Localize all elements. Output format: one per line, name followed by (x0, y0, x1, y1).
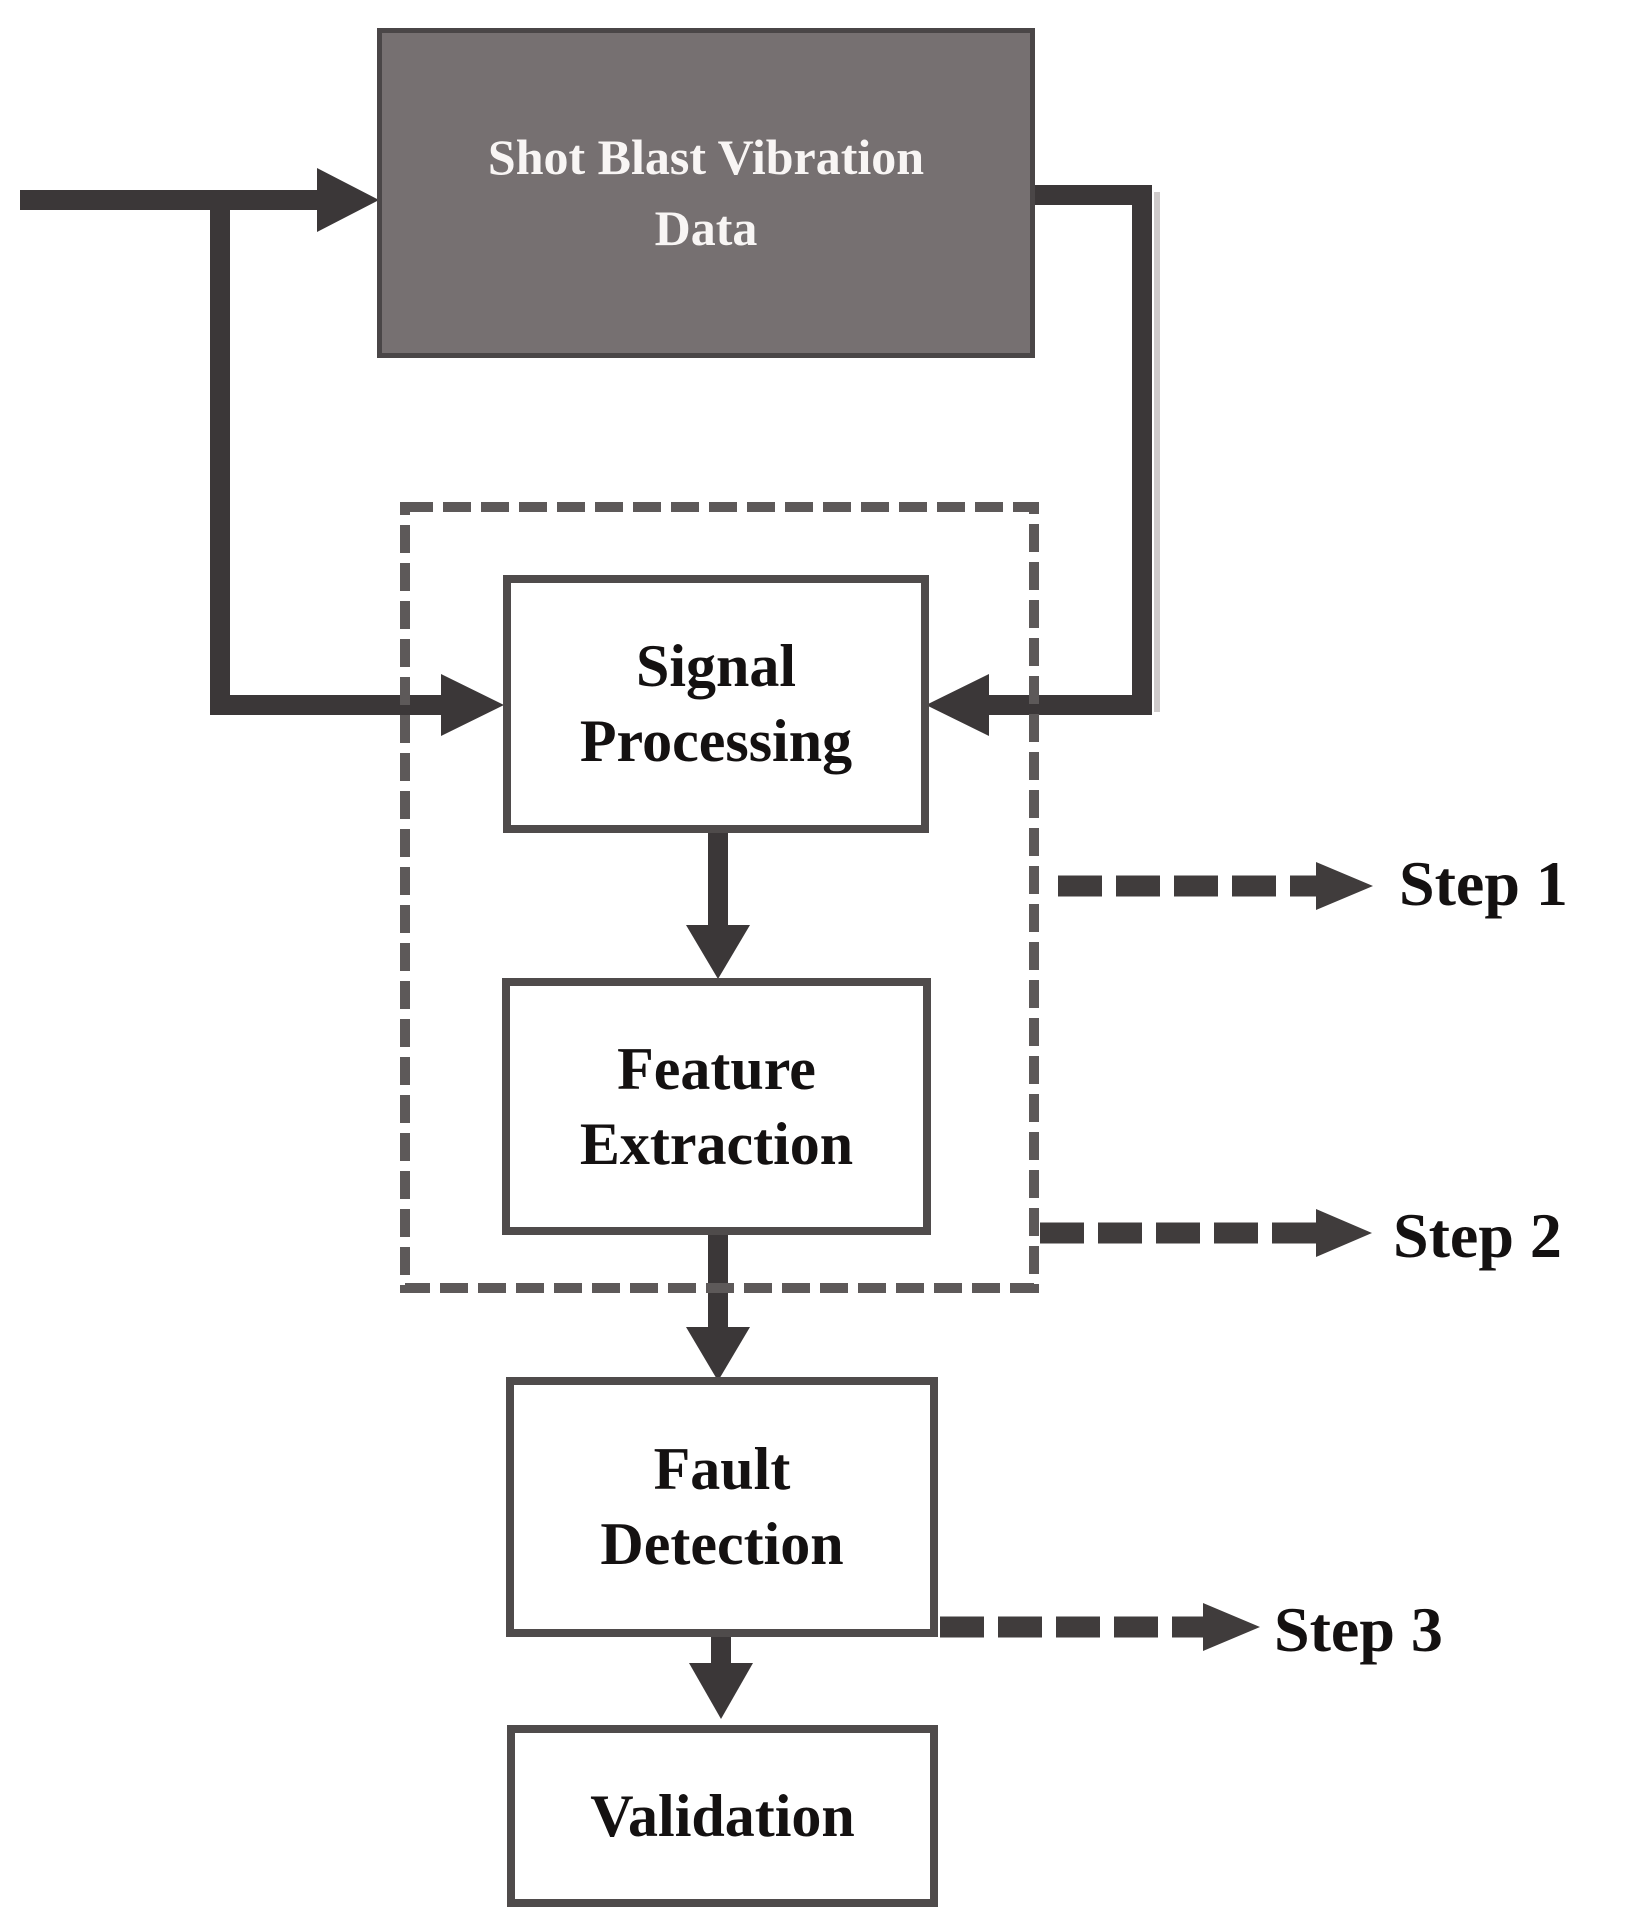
stage-dashed-region (400, 502, 1039, 1293)
node-label-line: Validation (590, 1782, 855, 1849)
node-validation: Validation (507, 1725, 938, 1907)
right-branch-arrowhead-icon (926, 674, 989, 736)
node-fault-detection: Fault Detection (506, 1377, 938, 1637)
step2-label: Step 2 (1393, 1200, 1562, 1271)
node-feature-extraction: Feature Extraction (502, 978, 931, 1235)
node-label-line: Processing (579, 708, 853, 774)
left-branch-arrowhead-icon (441, 674, 504, 736)
node-label-line: Fault (653, 1436, 791, 1502)
signal-to-feature-arrowhead-icon (686, 925, 750, 979)
feature-to-fault-arrowhead-icon (686, 1327, 750, 1381)
step2-arrowhead-icon (1316, 1209, 1372, 1257)
node-label-line: Signal (635, 633, 797, 699)
node-label-line: Detection (600, 1511, 844, 1577)
left-branch-line (210, 200, 443, 715)
step1-label: Step 1 (1399, 848, 1568, 919)
node-label-line: Feature (617, 1035, 816, 1102)
node-signal-processing: Signal Processing (503, 575, 929, 833)
node-shot-blast-vibration-data: Shot Blast Vibration Data (377, 28, 1035, 358)
node-label-line: Extraction (579, 1110, 854, 1177)
step3-arrowhead-icon (1203, 1603, 1260, 1651)
step3-label: Step 3 (1274, 1594, 1443, 1665)
right-branch-line (987, 185, 1152, 715)
node-label-line: Data (654, 200, 758, 256)
fault-to-validation-arrowhead-icon (689, 1663, 753, 1719)
node-label-line: Shot Blast Vibration (487, 129, 925, 185)
input-arrowhead-icon (317, 168, 379, 232)
step1-arrowhead-icon (1316, 862, 1373, 910)
